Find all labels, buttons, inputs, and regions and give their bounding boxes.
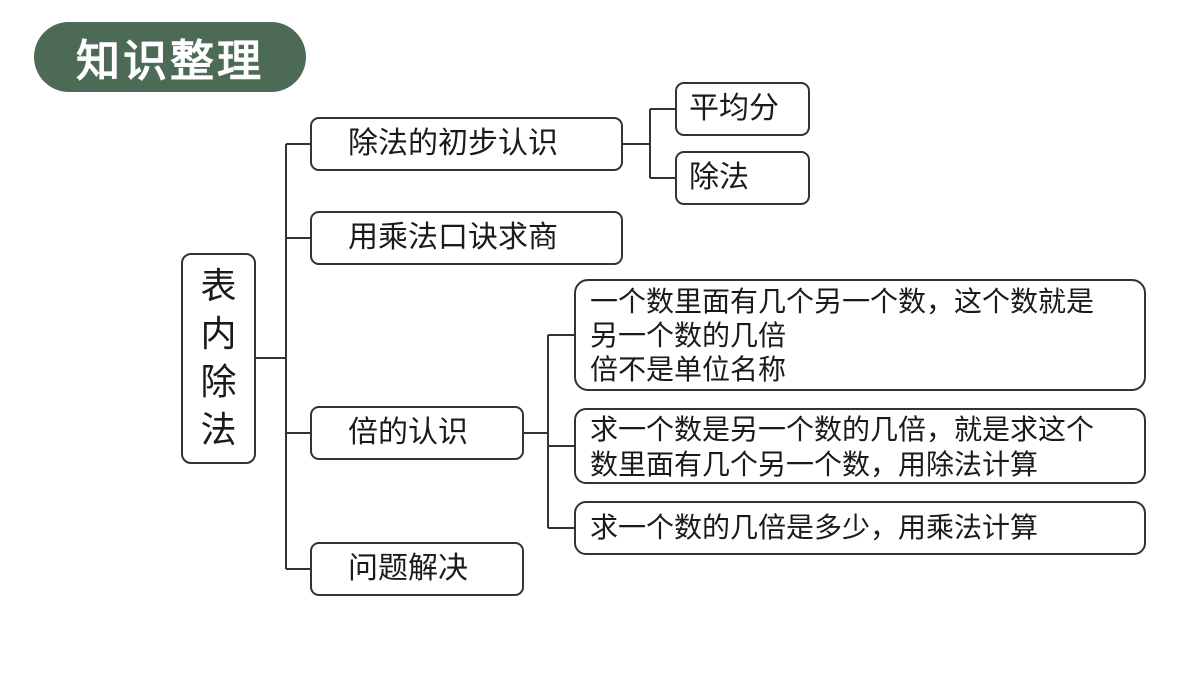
root-char-2: 内 [200,313,237,355]
leaf-node-times-multiplication: 求一个数的几倍是多少，用乘法计算 [574,501,1146,555]
leaf-label: 平均分 [689,91,779,126]
root-node: 表 内 除 法 [181,253,256,464]
branch-label: 除法的初步认识 [348,126,558,161]
branch-node-multiplication-table: 用乘法口诀求商 [310,211,623,265]
leaf-line: 倍不是单位名称 [590,353,787,386]
branch-node-times: 倍的认识 [310,406,524,460]
branch-label: 问题解决 [348,551,468,586]
branch-label: 用乘法口诀求商 [348,220,558,255]
leaf-node-times-division: 求一个数是另一个数的几倍，就是求这个 数里面有几个另一个数，用除法计算 [574,408,1146,484]
root-char-4: 法 [200,409,237,451]
leaf-node-division: 除法 [675,151,810,205]
page-title: 知识整理 [34,22,306,92]
leaf-node-times-definition: 一个数里面有几个另一个数，这个数就是 另一个数的几倍 倍不是单位名称 [574,279,1146,391]
leaf-node-equal-share: 平均分 [675,82,810,136]
root-char-1: 表 [200,265,237,307]
branch-node-division-intro: 除法的初步认识 [310,117,623,171]
branch-label: 倍的认识 [348,415,468,450]
root-char-3: 除 [200,361,237,403]
leaf-line: 求一个数是另一个数的几倍，就是求这个 [590,413,1095,446]
leaf-label: 除法 [689,160,749,195]
leaf-line: 一个数里面有几个另一个数，这个数就是 [590,285,1095,318]
leaf-line: 求一个数的几倍是多少，用乘法计算 [590,511,1039,544]
leaf-line: 另一个数的几倍 [590,319,787,352]
branch-node-problem-solving: 问题解决 [310,542,524,596]
leaf-line: 数里面有几个另一个数，用除法计算 [590,448,1039,481]
